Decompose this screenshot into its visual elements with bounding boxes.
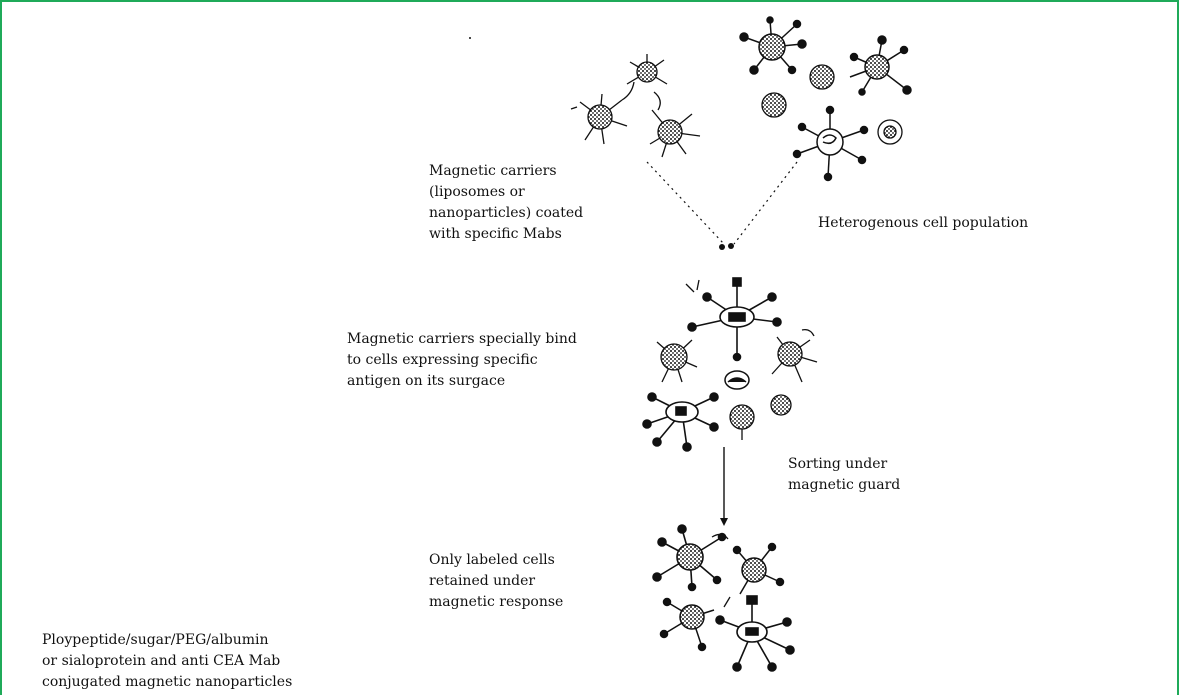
- labelled-cell: [659, 597, 715, 652]
- converging-dotted-lines: [646, 161, 798, 245]
- cell: [729, 404, 755, 440]
- carrier-linker-lines: [685, 279, 815, 337]
- labelled-cell: [732, 542, 785, 595]
- label-conjugated-nanoparticles: Ploypeptide/sugar/PEG/albumin or sialopr…: [42, 632, 293, 690]
- cell: [739, 16, 807, 75]
- label-carriers-bind: Magnetic carriers specially bind to cell…: [347, 331, 577, 389]
- labelled-cell: [715, 595, 795, 672]
- labelled-cell: [652, 524, 727, 592]
- cell: [849, 35, 912, 96]
- carrier-particle: [649, 109, 701, 158]
- carrier-linker-lines: [711, 533, 731, 608]
- carrier-particle: [626, 54, 668, 85]
- central-cell: [687, 277, 782, 362]
- cell-cluster-top-right: [739, 16, 912, 182]
- carrier-particle: [656, 339, 698, 383]
- sorting-arrow: [720, 447, 728, 526]
- cell: [761, 92, 787, 118]
- label-magnetic-carriers: Magnetic carriers (liposomes or nanopart…: [429, 163, 584, 242]
- cell: [809, 64, 835, 90]
- label-heterogenous-population: Heterogenous cell population: [818, 215, 1029, 231]
- cell: [792, 105, 869, 182]
- cell: [877, 119, 903, 145]
- carrier-particle: [771, 336, 818, 383]
- cell: [724, 370, 750, 390]
- carrier-cluster-top-left: [570, 54, 701, 158]
- stray-dot: [469, 37, 471, 39]
- retained-cluster-bottom: [652, 524, 795, 672]
- cell: [770, 394, 792, 416]
- convergence-point: [719, 243, 734, 250]
- binding-cluster-middle: [642, 277, 818, 452]
- label-retained-cells: Only labeled cells retained under magnet…: [429, 552, 564, 610]
- cell: [642, 392, 719, 452]
- carrier-linker-lines: [570, 81, 661, 111]
- label-sorting: Sorting under magnetic guard: [788, 456, 901, 493]
- carrier-particle: [579, 93, 628, 145]
